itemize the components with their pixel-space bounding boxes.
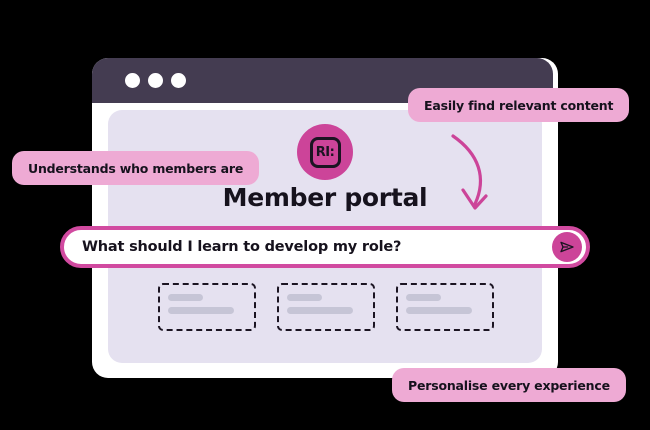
page-title: Member portal (222, 183, 428, 212)
suggestion-card[interactable] (158, 283, 256, 331)
traffic-light-close-icon[interactable] (125, 73, 140, 88)
search-input[interactable]: What should I learn to develop my role? (82, 239, 402, 255)
curved-arrow-icon (451, 134, 488, 210)
skeleton-line-short (287, 294, 323, 301)
suggestion-card[interactable] (396, 283, 494, 331)
traffic-light-minimize-icon[interactable] (148, 73, 163, 88)
brand-logo: RI: (297, 124, 353, 180)
skeleton-line-long (287, 307, 353, 314)
search-bar[interactable]: What should I learn to develop my role? (60, 226, 590, 268)
skeleton-line-long (406, 307, 472, 314)
annotation-find-content: Easily find relevant content (408, 88, 630, 122)
skeleton-line-long (168, 307, 234, 314)
suggestion-cards (158, 283, 494, 331)
annotation-understands-members: Understands who members are (12, 151, 260, 185)
suggestion-card[interactable] (277, 283, 375, 331)
skeleton-line-short (168, 294, 204, 301)
send-paper-plane-icon (560, 241, 574, 253)
traffic-light-maximize-icon[interactable] (171, 73, 186, 88)
send-button[interactable] (552, 232, 582, 262)
logo-mark-icon: RI: (309, 136, 341, 168)
skeleton-line-short (406, 294, 442, 301)
annotation-personalise: Personalise every experience (392, 368, 626, 402)
